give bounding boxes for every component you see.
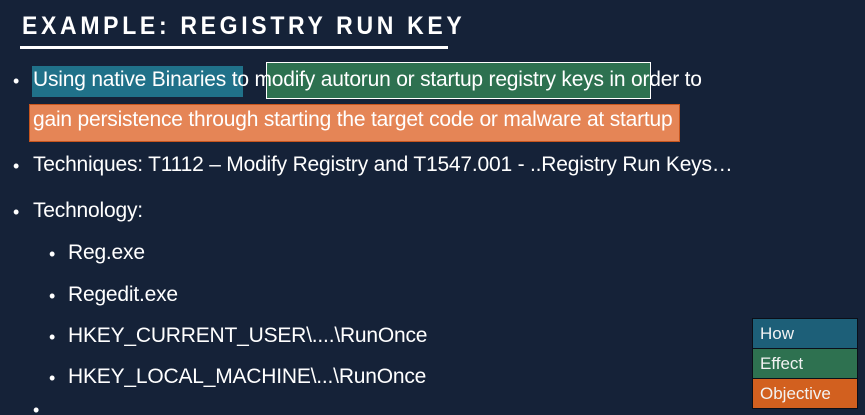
bullet-dot: • — [13, 71, 20, 91]
sub-bullet-hklm: HKEY_LOCAL_MACHINE\...\RunOnce — [68, 365, 427, 388]
bullet-1-line-2: gain persistence through starting the ta… — [33, 108, 673, 131]
legend-objective: Objective — [753, 379, 857, 408]
title-underline — [20, 46, 448, 49]
legend: How Effect Objective — [752, 318, 858, 409]
bullet-dot: • — [13, 156, 20, 176]
legend-how: How — [753, 319, 857, 349]
bullet-1-line-1: Using native Binaries to modify autorun … — [33, 68, 702, 91]
empty-bullet-dot: • — [33, 400, 40, 415]
sub-bullet-dot: • — [49, 244, 56, 264]
sub-bullet-regedit: Regedit.exe — [68, 283, 178, 306]
sub-bullet-reg: Reg.exe — [68, 241, 145, 264]
sub-bullet-dot: • — [49, 368, 56, 388]
sub-bullet-dot: • — [49, 327, 56, 347]
bullet-technology: Technology: — [33, 199, 143, 222]
slide-title: EXAMPLE: REGISTRY RUN KEY — [22, 12, 466, 40]
bullet-dot: • — [13, 202, 20, 222]
highlight-how — [32, 66, 243, 97]
bullet-techniques: Techniques: T1112 – Modify Registry and … — [33, 153, 733, 176]
legend-effect: Effect — [753, 349, 857, 379]
sub-bullet-dot: • — [49, 286, 56, 306]
sub-bullet-hkcu: HKEY_CURRENT_USER\....\RunOnce — [68, 324, 428, 347]
highlight-effect — [266, 62, 651, 99]
highlight-objective — [29, 104, 680, 142]
